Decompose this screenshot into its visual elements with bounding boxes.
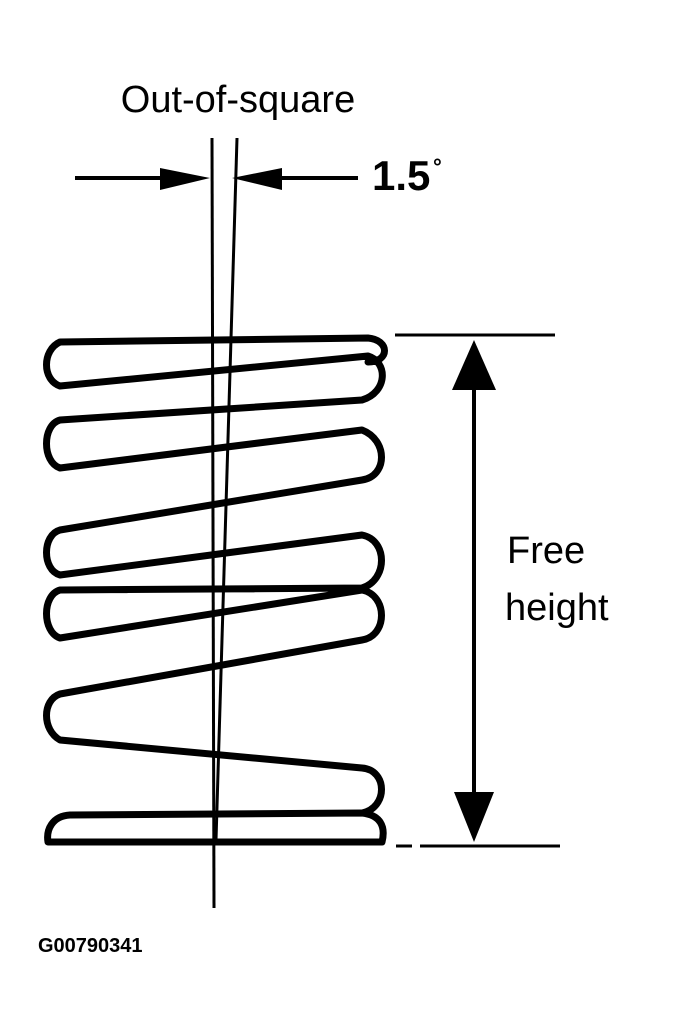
figure-id-label: G00790341 [38, 935, 143, 957]
free-height-label-line1: Free [507, 530, 585, 572]
degree-symbol: ° [433, 154, 442, 179]
vertical-reference-line [210, 137, 216, 909]
out-of-square-dimension [75, 168, 358, 190]
down-arrowhead-icon [454, 792, 494, 842]
free-height-dimension [395, 333, 560, 848]
free-height-label-line2: height [505, 587, 609, 629]
spring-axis-line [214, 137, 239, 841]
angle-value-label: 1.5 [372, 152, 430, 199]
up-arrowhead-icon [452, 340, 496, 390]
left-arrowhead-icon [160, 168, 210, 190]
right-arrowhead-icon [232, 168, 282, 190]
coil-spring [43, 334, 388, 846]
out-of-square-label: Out-of-square [121, 79, 355, 121]
